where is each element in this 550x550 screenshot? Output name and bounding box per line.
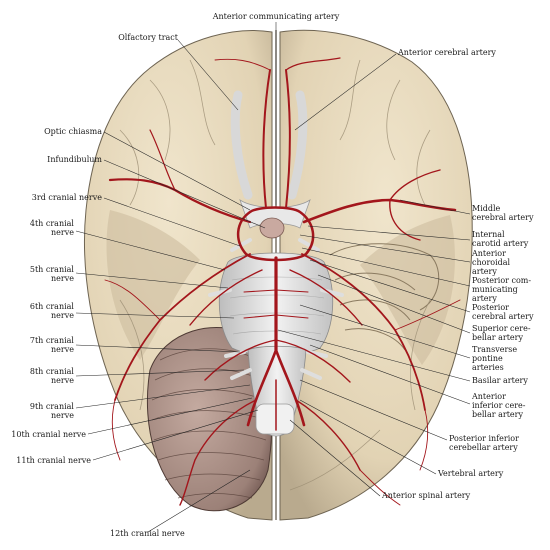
label-optic-chiasma: Optic chiasma bbox=[44, 127, 102, 136]
label-posterior-cerebral-artery: Posterior cerebral artery bbox=[472, 303, 533, 321]
label-olfactory-tract: Olfactory tract bbox=[118, 33, 178, 42]
label-anterior-inferior-cerebellar-artery-line2: inferior cere- bbox=[472, 401, 526, 410]
label-posterior-inferior-cerebellar-artery-line2: cerebellar artery bbox=[449, 443, 518, 452]
label-anterior-inferior-cerebellar-artery: Anterior inferior cere- bellar artery bbox=[472, 392, 525, 419]
label-transverse-pontine-arteries-line1: Transverse bbox=[472, 345, 518, 354]
label-anterior-choroidal-artery-line2: choroidal bbox=[472, 258, 511, 267]
label-anterior-communicating-artery: Anterior communicating artery bbox=[212, 12, 340, 21]
label-seventh-cranial-nerve: 7th cranial nerve bbox=[4, 336, 74, 354]
label-posterior-cerebral-artery-line1: Posterior bbox=[472, 303, 509, 312]
label-transverse-pontine-arteries-line2: pontine bbox=[472, 354, 503, 363]
label-posterior-inferior-cerebellar-artery-line1: Posterior inferior bbox=[449, 434, 519, 443]
label-eighth-cranial-nerve-line1: 8th cranial bbox=[29, 367, 74, 376]
label-superior-cerebellar-artery-line1: Superior cere- bbox=[472, 324, 531, 333]
label-internal-carotid-artery-line1: Internal bbox=[472, 230, 505, 239]
label-posterior-communicating-artery-line3: artery bbox=[472, 294, 497, 303]
label-posterior-communicating-artery: Posterior com- municating artery bbox=[472, 276, 531, 303]
label-internal-carotid-artery-line2: carotid artery bbox=[472, 239, 529, 248]
label-vertebral-artery: Vertebral artery bbox=[438, 469, 504, 478]
label-fourth-cranial-nerve-line2: nerve bbox=[51, 228, 74, 237]
right-temporal-gyri bbox=[329, 243, 440, 351]
label-anterior-cerebral-artery: Anterior cerebral artery bbox=[398, 48, 496, 57]
label-eighth-cranial-nerve-line2: nerve bbox=[51, 376, 74, 385]
label-eleventh-cranial-nerve: 11th cranial nerve bbox=[16, 456, 91, 465]
label-fifth-cranial-nerve: 5th cranial nerve bbox=[4, 265, 74, 283]
label-anterior-inferior-cerebellar-artery-line1: Anterior bbox=[472, 392, 506, 401]
label-anterior-choroidal-artery-line1: Anterior bbox=[472, 249, 506, 258]
label-tenth-cranial-nerve: 10th cranial nerve bbox=[11, 430, 86, 439]
label-middle-cerebral-artery: Middle cerebral artery bbox=[472, 204, 533, 222]
label-basilar-artery: Basilar artery bbox=[472, 376, 528, 385]
label-superior-cerebellar-artery: Superior cere- bellar artery bbox=[472, 324, 531, 342]
label-posterior-communicating-artery-line2: municating bbox=[472, 285, 518, 294]
label-middle-cerebral-artery-line1: Middle bbox=[472, 204, 501, 213]
label-infundibulum: Infundibulum bbox=[47, 155, 102, 164]
label-superior-cerebellar-artery-line2: bellar artery bbox=[472, 333, 523, 342]
label-middle-cerebral-artery-line2: cerebral artery bbox=[472, 213, 534, 222]
label-anterior-inferior-cerebellar-artery-line3: bellar artery bbox=[472, 410, 523, 419]
label-posterior-communicating-artery-line1: Posterior com- bbox=[472, 276, 532, 285]
label-ninth-cranial-nerve-line1: 9th cranial bbox=[29, 402, 74, 411]
label-third-cranial-nerve: 3rd cranial nerve bbox=[31, 193, 102, 202]
label-seventh-cranial-nerve-line2: nerve bbox=[51, 345, 74, 354]
label-anterior-choroidal-artery: Anterior choroidal artery bbox=[472, 249, 510, 276]
label-twelfth-cranial-nerve: 12th cranial nerve bbox=[110, 529, 185, 538]
label-posterior-cerebral-artery-line2: cerebral artery bbox=[472, 312, 534, 321]
spinal-cord-cut bbox=[255, 403, 295, 435]
label-eighth-cranial-nerve: 8th cranial nerve bbox=[4, 367, 74, 385]
label-anterior-spinal-artery: Anterior spinal artery bbox=[382, 491, 471, 500]
left-temporal-lobe bbox=[106, 210, 200, 360]
label-fourth-cranial-nerve-line1: 4th cranial bbox=[29, 219, 74, 228]
label-fifth-cranial-nerve-line2: nerve bbox=[51, 274, 74, 283]
label-posterior-inferior-cerebellar-artery: Posterior inferior cerebellar artery bbox=[449, 434, 519, 452]
right-temporal-lobe bbox=[360, 215, 455, 365]
label-transverse-pontine-arteries-line3: arteries bbox=[472, 363, 504, 372]
label-transverse-pontine-arteries: Transverse pontine arteries bbox=[472, 345, 517, 372]
infundibulum-shape bbox=[259, 217, 285, 239]
left-olfactory-tract bbox=[230, 90, 253, 200]
label-sixth-cranial-nerve: 6th cranial nerve bbox=[4, 302, 74, 320]
label-anterior-choroidal-artery-line3: artery bbox=[472, 267, 497, 276]
label-fourth-cranial-nerve: 4th cranial nerve bbox=[4, 219, 74, 237]
label-fifth-cranial-nerve-line1: 5th cranial bbox=[29, 265, 74, 274]
label-sixth-cranial-nerve-line2: nerve bbox=[51, 311, 74, 320]
label-ninth-cranial-nerve: 9th cranial nerve bbox=[4, 402, 74, 420]
label-seventh-cranial-nerve-line1: 7th cranial bbox=[29, 336, 74, 345]
right-olfactory-tract bbox=[287, 90, 308, 200]
label-ninth-cranial-nerve-line2: nerve bbox=[51, 411, 74, 420]
label-sixth-cranial-nerve-line1: 6th cranial bbox=[29, 302, 74, 311]
leader-lines bbox=[75, 22, 471, 533]
label-internal-carotid-artery: Internal carotid artery bbox=[472, 230, 528, 248]
